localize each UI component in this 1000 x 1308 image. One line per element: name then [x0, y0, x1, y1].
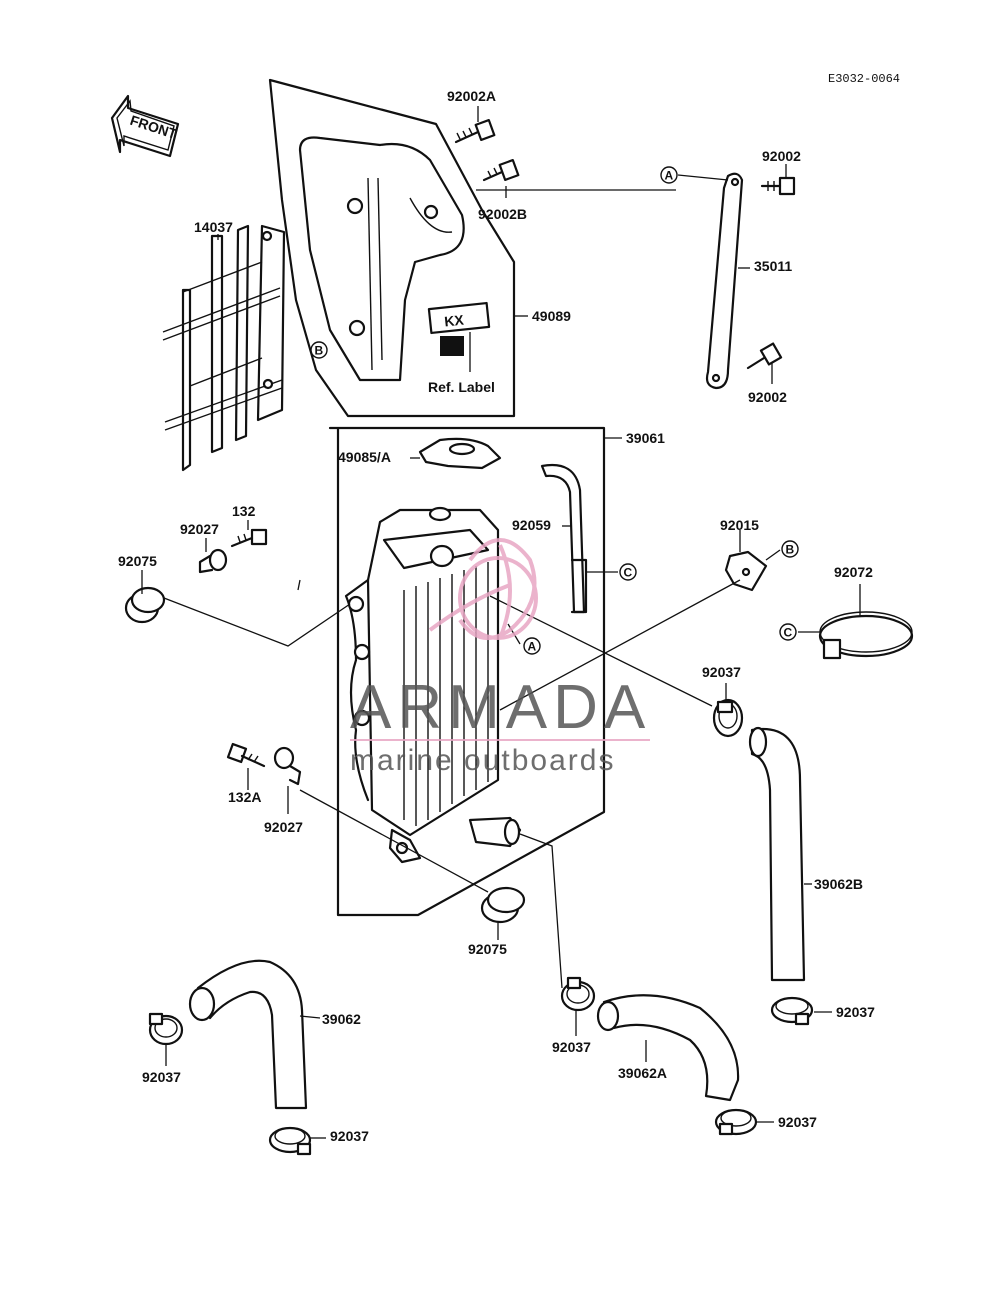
label-92075-left: 92075	[118, 553, 157, 569]
label-35011: 35011	[754, 258, 792, 274]
bolt-132	[230, 528, 268, 548]
label-92037-left: 92037	[142, 1069, 181, 1085]
svg-text:C: C	[624, 566, 633, 580]
label-49085A: 49085/A	[338, 449, 391, 465]
label-132: 132	[232, 503, 256, 519]
radiator-group-frame	[328, 426, 606, 917]
grommet-92075-left	[124, 586, 166, 624]
watermark-logo: ARMADA marine outboards	[350, 538, 651, 777]
bolt-92002-lower	[746, 342, 783, 370]
callout-B-right: B	[781, 540, 799, 558]
callout-A-radiator: A	[523, 637, 541, 655]
watermark-emblem-icon	[428, 538, 538, 640]
label-92037-right: 92037	[836, 1004, 875, 1020]
label-39061: 39061	[626, 430, 665, 446]
label-92027-upper: 92027	[180, 521, 219, 537]
label-92037-lower-right: 92037	[778, 1114, 817, 1130]
band-92072	[818, 611, 914, 660]
label-92059: 92059	[512, 517, 551, 533]
clamp-92037-right	[770, 996, 814, 1026]
callout-A-upper: A	[660, 166, 678, 184]
bolt-92002-upper	[760, 176, 796, 196]
callout-C-band: C	[779, 623, 797, 641]
label-ref-label: Ref. Label	[428, 379, 495, 395]
kx-decal-text: KX	[443, 311, 465, 329]
label-92002-upper: 92002	[762, 148, 801, 164]
label-92037-mid: 92037	[702, 664, 741, 680]
label-92037-lower-left: 92037	[330, 1128, 369, 1144]
label-39062B: 39062B	[814, 876, 863, 892]
svg-text:B: B	[315, 344, 324, 358]
clamp-92037-lower-right	[714, 1108, 758, 1136]
hose-39062	[188, 959, 308, 1110]
label-92027-lower: 92027	[264, 819, 303, 835]
radiator-stay-bracket	[705, 172, 744, 390]
bolt-92002B	[482, 158, 520, 182]
label-39062A: 39062A	[618, 1065, 667, 1081]
bolt-132A	[226, 742, 266, 768]
watermark-title: ARMADA	[350, 673, 651, 742]
bracket-92015	[724, 550, 768, 592]
grommet-92075-bottom	[480, 886, 526, 924]
collar-92027-upper	[198, 548, 228, 574]
svg-text:B: B	[786, 543, 795, 557]
clamp-92037-lower-left	[268, 1126, 312, 1156]
label-92015: 92015	[720, 517, 759, 533]
label-14037: 14037	[194, 219, 233, 235]
radiator-cap-gasket	[418, 437, 502, 470]
hose-39062B	[748, 726, 806, 982]
radiator-core	[344, 506, 522, 864]
radiator-guard-grille	[162, 224, 286, 472]
label-49089: 49089	[532, 308, 571, 324]
label-92002-lower: 92002	[748, 389, 787, 405]
label-92002B: 92002B	[478, 206, 527, 222]
front-arrow-icon: FRONT	[110, 94, 179, 158]
label-92037-center: 92037	[552, 1039, 591, 1055]
breather-hose	[540, 463, 588, 614]
leader-lines	[141, 106, 861, 1139]
clamp-92037-left	[148, 1012, 184, 1046]
label-92075-bottom: 92075	[468, 941, 507, 957]
hose-39062A	[596, 994, 740, 1102]
callout-B-left: B	[310, 341, 328, 359]
svg-text:A: A	[665, 169, 674, 183]
radiator-shroud: KX	[268, 78, 516, 418]
diagram-code: E3032-0064	[828, 72, 900, 86]
bolt-92002A	[454, 118, 496, 144]
collar-92027-lower	[273, 746, 302, 786]
label-92002A: 92002A	[447, 88, 496, 104]
label-39062: 39062	[322, 1011, 361, 1027]
callout-C-hose: C	[619, 563, 637, 581]
clamp-92037-mid	[712, 698, 744, 738]
label-92072: 92072	[834, 564, 873, 580]
clamp-92037-center	[560, 976, 596, 1012]
watermark-subtitle: marine outboards	[350, 744, 615, 777]
svg-text:C: C	[784, 626, 793, 640]
label-132A: 132A	[228, 789, 261, 805]
svg-text:A: A	[528, 640, 537, 654]
